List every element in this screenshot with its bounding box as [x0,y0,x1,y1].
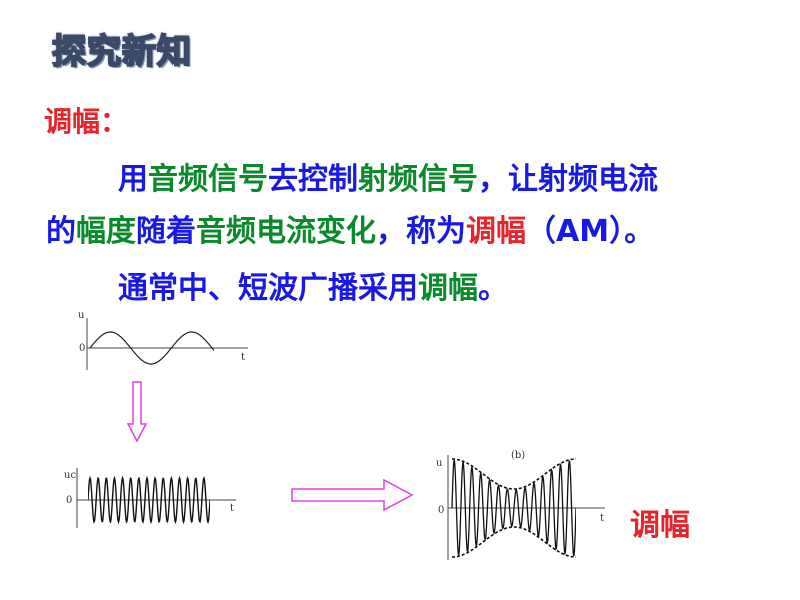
am-panel-label: (b) [511,450,525,461]
down-arrow-icon [126,381,148,443]
text-run: 的 [46,214,76,249]
am-envelope-top [452,458,576,490]
am-signal-plot: (b) u 0 t [436,450,605,560]
am-waveform [451,459,576,557]
am-x-label: t [600,513,604,524]
audio-signal-plot: u 0 t [78,310,248,370]
right-arrow-icon [291,478,414,512]
audio-x-label: t [241,352,245,363]
text-run: 用 [118,162,148,197]
section-banner: 探究新知 [51,31,192,73]
carrier-y-label: uc [64,470,76,481]
heading-am: 调幅： [44,105,129,138]
text-run: 音频信号 [148,162,268,197]
text-run: 通常中、短波广播采用 [118,271,418,306]
text-run: 射频信号 [358,162,478,197]
am-envelope-bottom [452,526,576,558]
paragraph-line-1: 用音频信号去控制射频信号，让射频电流 [46,154,658,206]
text-run: 调幅 [418,271,478,306]
am-y-label: u [436,458,443,469]
paragraph-usage: 通常中、短波广播采用调幅。 [118,263,508,315]
carrier-x-label: t [230,503,234,514]
text-run: （AM）。 [526,214,655,249]
text-run: 。 [478,271,508,306]
text-run: ，称为 [376,214,466,249]
text-run: 调幅 [466,214,526,249]
carrier-waveform [88,476,210,524]
am-zero-label: 0 [438,505,444,516]
carrier-signal-plot: uc 0 t [64,468,236,528]
paragraph-definition: 用音频信号去控制射频信号，让射频电流 的幅度随着音频电流变化，称为调幅（AM）。 [46,154,658,258]
text-run: 幅度 [76,214,136,249]
audio-waveform [89,331,215,365]
text-run: ，让射频电流 [478,162,658,197]
text-run: 音频电流变化 [196,214,376,249]
audio-zero-label: 0 [79,343,85,354]
carrier-zero-label: 0 [66,495,72,506]
paragraph-line-2: 的幅度随着音频电流变化，称为调幅（AM）。 [46,206,658,258]
text-run: 随着 [136,214,196,249]
audio-y-label: u [78,310,85,321]
am-result-label: 调幅 [630,508,690,543]
text-run: 去控制 [268,162,358,197]
